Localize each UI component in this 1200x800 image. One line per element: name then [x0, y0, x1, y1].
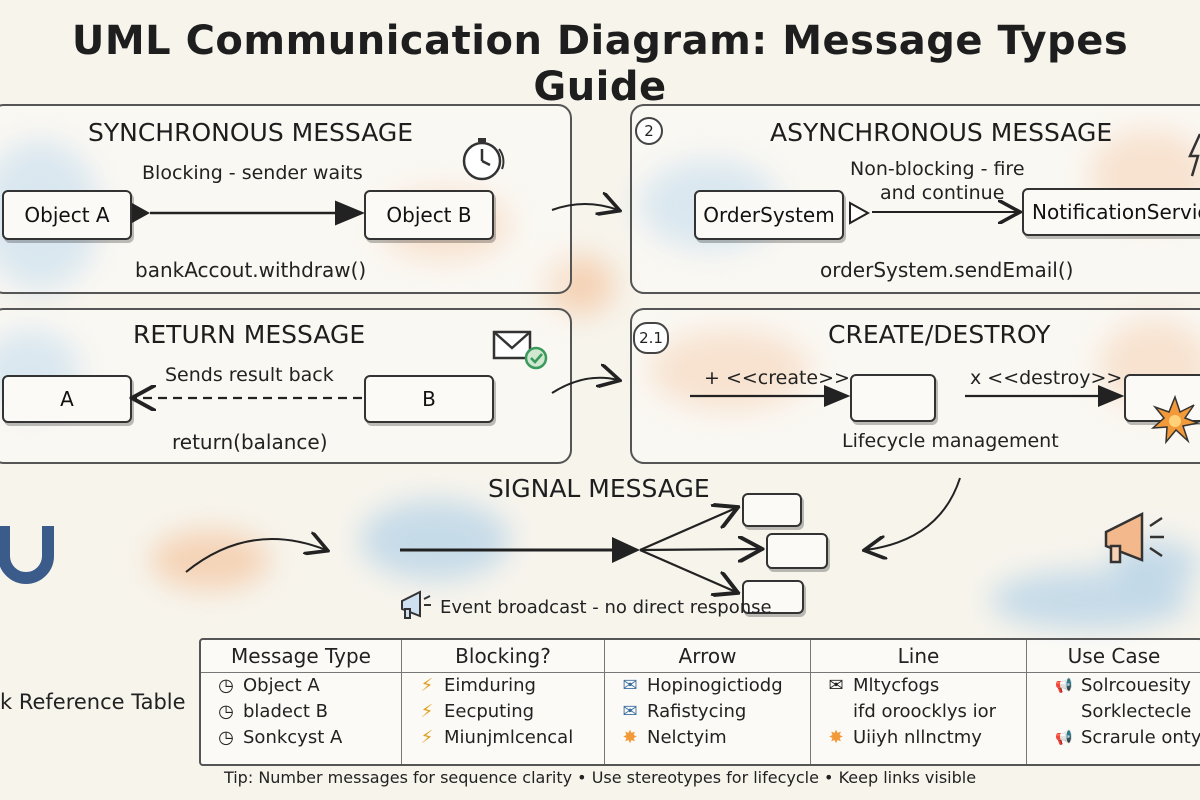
return-label: Sends result back — [165, 364, 334, 386]
clock-icon: ◷ — [218, 675, 234, 696]
table-row: Sorklectecle — [1081, 701, 1192, 722]
step-badge: 2 — [635, 117, 663, 145]
table-column: Blocking? ⚡Eimduring ⚡Eecputing ⚡Miunjml… — [402, 640, 605, 764]
table-header: Use Case — [1027, 640, 1200, 673]
table-row: ⚡Eecputing — [402, 699, 604, 725]
burst-icon: ✸ — [828, 727, 844, 748]
stopwatch-icon — [458, 135, 508, 185]
table-row: ifd oroocklys ior — [853, 701, 997, 722]
megaphone-icon: 📢 — [1055, 730, 1073, 746]
envelope-icon: ✉ — [622, 675, 638, 696]
lightning-icon: ⚡ — [420, 675, 434, 696]
lightning-icon — [1186, 132, 1200, 178]
asynchronous-code: orderSystem.sendEmail() — [820, 258, 1074, 282]
signal-arrow — [400, 508, 760, 592]
watercolor-wash — [360, 500, 510, 580]
envelope-icon: ✉ — [622, 701, 638, 722]
reference-table: Message Type ◷Object A ◷bladect B ◷Sonkc… — [199, 638, 1200, 766]
watercolor-wash — [545, 255, 615, 315]
table-column: Line ✉Mltycfogs ifd oroocklys ior ✸Uiiyh… — [811, 640, 1027, 764]
table-row: ◷Object A — [201, 673, 401, 699]
signal-receiver-box[interactable] — [742, 493, 802, 527]
order-system-box[interactable]: OrderSystem — [694, 190, 844, 240]
flow-connector — [551, 378, 618, 394]
signal-receiver-box[interactable] — [766, 533, 828, 569]
table-row: ✉Hopinogictiodg — [605, 673, 810, 699]
table-header: Blocking? — [402, 640, 604, 673]
page-title: UML Communication Diagram: Message Types… — [71, 18, 1129, 110]
clock-icon: ◷ — [218, 701, 234, 722]
table-row: ✸Uiiyh nllnctmy — [811, 725, 1026, 751]
create-destroy-title: CREATE/DESTROY — [828, 320, 1051, 349]
created-object-box[interactable] — [850, 374, 936, 422]
create-label: + <<create>> — [704, 367, 850, 389]
table-header: Message Type — [201, 640, 401, 673]
table-row: ⚡Eimduring — [402, 673, 604, 699]
table-row: ◷Sonkcyst A — [201, 725, 401, 751]
magnet-icon — [0, 520, 60, 590]
table-row: 📢Scrarule onty — [1027, 725, 1200, 751]
table-row: ⚡Miunjmlcencal — [402, 725, 604, 751]
asynchronous-title: ASYNCHRONOUS MESSAGE — [770, 118, 1113, 147]
table-header: Arrow — [605, 640, 810, 673]
table-row: 📢Solrcouesity — [1027, 673, 1200, 699]
table-row: ✉Mltycfogs — [811, 673, 1026, 699]
object-a-box[interactable]: Object A — [2, 190, 132, 240]
return-title: RETURN MESSAGE — [133, 320, 366, 349]
table-column: Use Case 📢Solrcouesity Sorklectecle 📢Scr… — [1027, 640, 1200, 764]
megaphone-icon — [1098, 506, 1168, 568]
reference-table-label: k Reference Table — [0, 690, 186, 714]
synchronous-title: SYNCHRONOUS MESSAGE — [88, 118, 414, 147]
asynchronous-arrow — [849, 203, 1018, 225]
envelope-check-icon — [492, 326, 552, 372]
explosion-icon — [1150, 394, 1200, 445]
lightning-icon: ⚡ — [420, 701, 434, 722]
object-b-box[interactable]: Object B — [364, 190, 494, 240]
lightning-icon: ⚡ — [420, 727, 434, 748]
table-row: ✸Nelctyim — [605, 725, 810, 751]
clock-icon: ◷ — [218, 727, 234, 748]
megaphone-icon — [398, 589, 434, 621]
flow-connector — [551, 204, 618, 210]
envelope-icon: ✉ — [828, 675, 844, 696]
asynchronous-label-line1: Non-blocking - fire — [850, 158, 1025, 180]
table-row: ◷bladect B — [201, 699, 401, 725]
table-header: Line — [811, 640, 1026, 673]
synchronous-arrow — [132, 200, 365, 226]
a-box[interactable]: A — [2, 375, 132, 423]
flow-connector — [866, 477, 961, 550]
signal-title: SIGNAL MESSAGE — [488, 474, 710, 503]
asynchronous-label-line2: and continue — [880, 182, 1005, 204]
tip-text: Tip: Number messages for sequence clarit… — [223, 768, 977, 787]
burst-icon: ✸ — [622, 727, 638, 748]
table-column: Message Type ◷Object A ◷bladect B ◷Sonkc… — [201, 640, 402, 764]
megaphone-icon: 📢 — [1055, 678, 1073, 694]
synchronous-code: bankAccout.withdraw() — [135, 258, 367, 282]
table-column: Arrow ✉Hopinogictiodg ✉Rafistycing ✸Nelc… — [605, 640, 811, 764]
synchronous-label: Blocking - sender waits — [142, 162, 363, 184]
signal-caption: Event broadcast - no direct response — [440, 597, 772, 618]
signal-receiver-box[interactable] — [742, 580, 804, 614]
step-badge: 2.1 — [633, 322, 669, 354]
notification-service-box[interactable]: NotificationServic — [1022, 188, 1200, 236]
destroy-label: x <<destroy>> — [970, 367, 1123, 389]
flow-connector — [185, 539, 326, 573]
table-row: ✉Rafistycing — [605, 699, 810, 725]
lifecycle-caption: Lifecycle management — [842, 430, 1059, 452]
return-code: return(balance) — [172, 430, 328, 454]
b-box[interactable]: B — [364, 375, 494, 423]
